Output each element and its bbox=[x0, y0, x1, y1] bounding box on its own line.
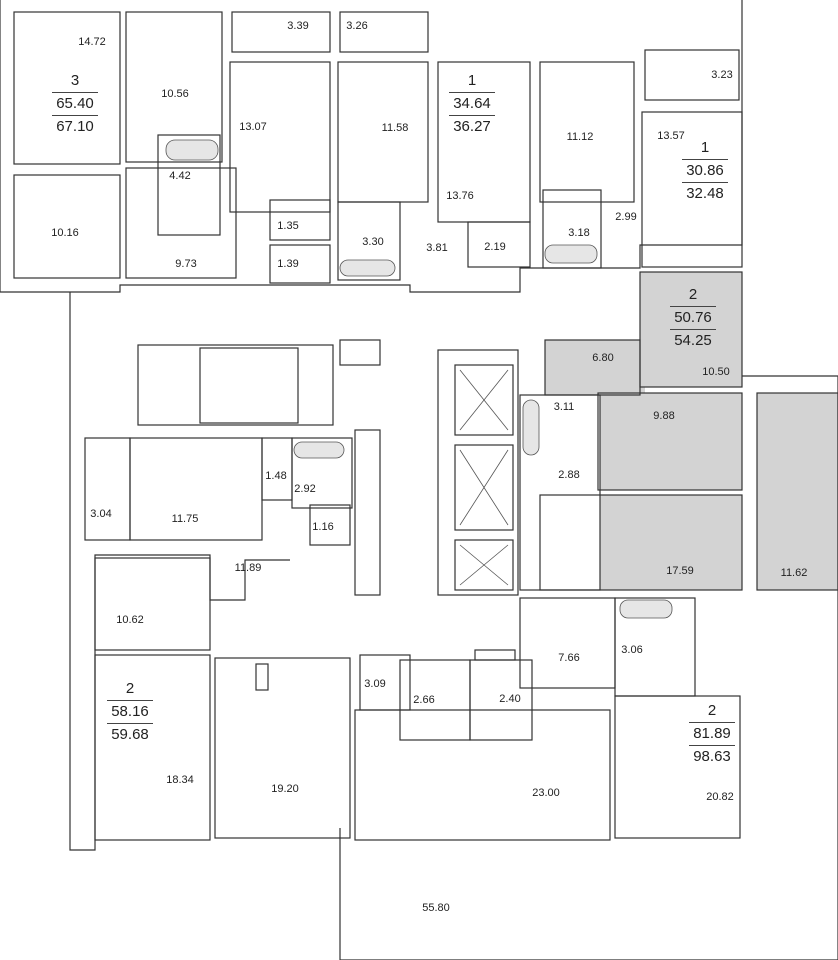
room-area: 9.88 bbox=[653, 410, 675, 422]
room-area: 3.26 bbox=[346, 20, 368, 32]
room-area: 11.62 bbox=[780, 567, 808, 579]
room-area: 2.92 bbox=[294, 483, 316, 495]
living-area: 30.86 bbox=[686, 162, 724, 179]
apartment-label-highlighted: 2 50.76 54.25 bbox=[670, 284, 716, 352]
total-area: 67.10 bbox=[56, 118, 94, 135]
room-area: 7.66 bbox=[558, 652, 580, 664]
room-area: 10.62 bbox=[116, 614, 144, 626]
total-area: 36.27 bbox=[453, 118, 491, 135]
total-area: 54.25 bbox=[674, 332, 712, 349]
room-area: 3.81 bbox=[426, 242, 448, 254]
living-area: 81.89 bbox=[693, 725, 731, 742]
room-area: 3.11 bbox=[553, 401, 575, 413]
elevator-crosses bbox=[459, 369, 509, 586]
living-area: 65.40 bbox=[56, 95, 94, 112]
total-area: 32.48 bbox=[686, 185, 724, 202]
bathtubs bbox=[165, 139, 673, 619]
room-count: 3 bbox=[70, 72, 80, 89]
room-area: 3.39 bbox=[287, 20, 309, 32]
room-area: 1.48 bbox=[265, 470, 287, 482]
room-area: 10.50 bbox=[702, 366, 730, 378]
room-area: 2.19 bbox=[484, 241, 506, 253]
room-count: 2 bbox=[125, 680, 135, 697]
room-area: 13.07 bbox=[239, 121, 267, 133]
apartment-label: 1 34.64 36.27 bbox=[449, 70, 495, 138]
room-area: 3.18 bbox=[568, 227, 590, 239]
living-area: 50.76 bbox=[674, 309, 712, 326]
highlighted-apartment bbox=[520, 272, 838, 590]
room-count: 1 bbox=[700, 139, 710, 156]
room-area: 2.88 bbox=[558, 469, 580, 481]
room-area: 11.12 bbox=[566, 131, 594, 143]
room-area: 1.35 bbox=[277, 220, 299, 232]
room-area: 3.30 bbox=[362, 236, 384, 248]
apartment-label: 2 81.89 98.63 bbox=[689, 700, 735, 768]
room-area: 1.16 bbox=[312, 521, 334, 533]
living-area: 58.16 bbox=[111, 703, 149, 720]
room-area: 10.56 bbox=[161, 88, 189, 100]
room-area: 2.99 bbox=[615, 211, 637, 223]
total-area: 98.63 bbox=[693, 748, 731, 765]
room-area: 3.09 bbox=[364, 678, 386, 690]
room-count: 2 bbox=[688, 286, 698, 303]
apartment-label: 2 58.16 59.68 bbox=[107, 678, 153, 746]
room-area: 11.58 bbox=[381, 122, 409, 134]
room-area: 1.39 bbox=[277, 258, 299, 270]
living-area: 34.64 bbox=[453, 95, 491, 112]
room-count: 2 bbox=[707, 702, 717, 719]
room-area: 18.34 bbox=[166, 774, 194, 786]
apartment-label: 1 30.86 32.48 bbox=[682, 137, 728, 205]
room-count: 1 bbox=[467, 72, 477, 89]
room-area: 2.66 bbox=[413, 694, 435, 706]
room-area: 19.20 bbox=[271, 783, 299, 795]
room-area: 13.57 bbox=[657, 130, 685, 142]
room-area: 9.73 bbox=[175, 258, 197, 270]
room-area: 3.04 bbox=[90, 508, 112, 520]
room-area: 17.59 bbox=[666, 565, 694, 577]
room-area: 13.76 bbox=[446, 190, 474, 202]
apartment-label: 3 65.40 67.10 bbox=[52, 70, 98, 138]
room-area: 11.75 bbox=[171, 513, 199, 525]
room-area: 10.16 bbox=[51, 227, 79, 239]
room-area: 23.00 bbox=[532, 787, 560, 799]
room-area: 14.72 bbox=[78, 36, 106, 48]
room-area: 4.42 bbox=[169, 170, 191, 182]
room-area: 6.80 bbox=[592, 352, 614, 364]
room-area: 3.06 bbox=[621, 644, 643, 656]
room-area: 55.80 bbox=[422, 902, 450, 914]
room-area: 3.23 bbox=[711, 69, 733, 81]
total-area: 59.68 bbox=[111, 726, 149, 743]
room-area: 2.40 bbox=[499, 693, 521, 705]
room-area: 11.89 bbox=[234, 562, 262, 574]
room-area: 20.82 bbox=[706, 791, 734, 803]
